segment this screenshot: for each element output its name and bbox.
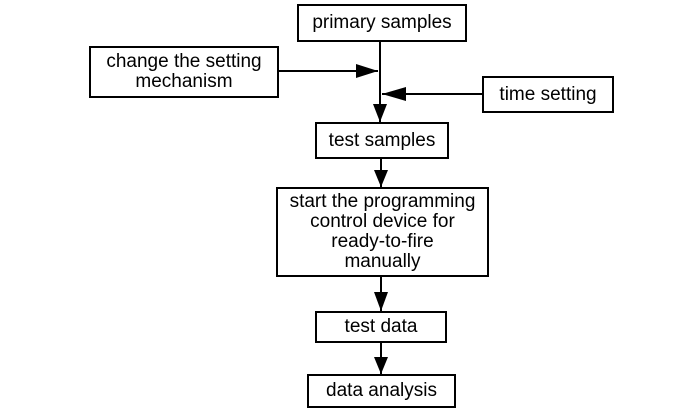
node-time-setting: time setting: [482, 76, 614, 113]
edge-primary-to-test-arrowhead: [373, 104, 387, 122]
node-data-analysis: data analysis: [307, 374, 456, 408]
node-primary-samples: primary samples: [297, 4, 467, 42]
edge-start-to-data-arrowhead: [374, 292, 388, 311]
edge-change-setting-arrowhead: [356, 64, 378, 78]
node-test-samples: test samples: [315, 122, 449, 159]
edge-time-setting-arrowhead: [382, 87, 406, 101]
edge-test-to-start-arrowhead: [374, 170, 388, 187]
node-change-setting-mechanism: change the setting mechanism: [89, 46, 279, 98]
edge-data-to-analysis-arrowhead: [374, 357, 388, 374]
node-start-programming-device: start the programming control device for…: [276, 187, 489, 277]
node-test-data: test data: [315, 311, 447, 343]
